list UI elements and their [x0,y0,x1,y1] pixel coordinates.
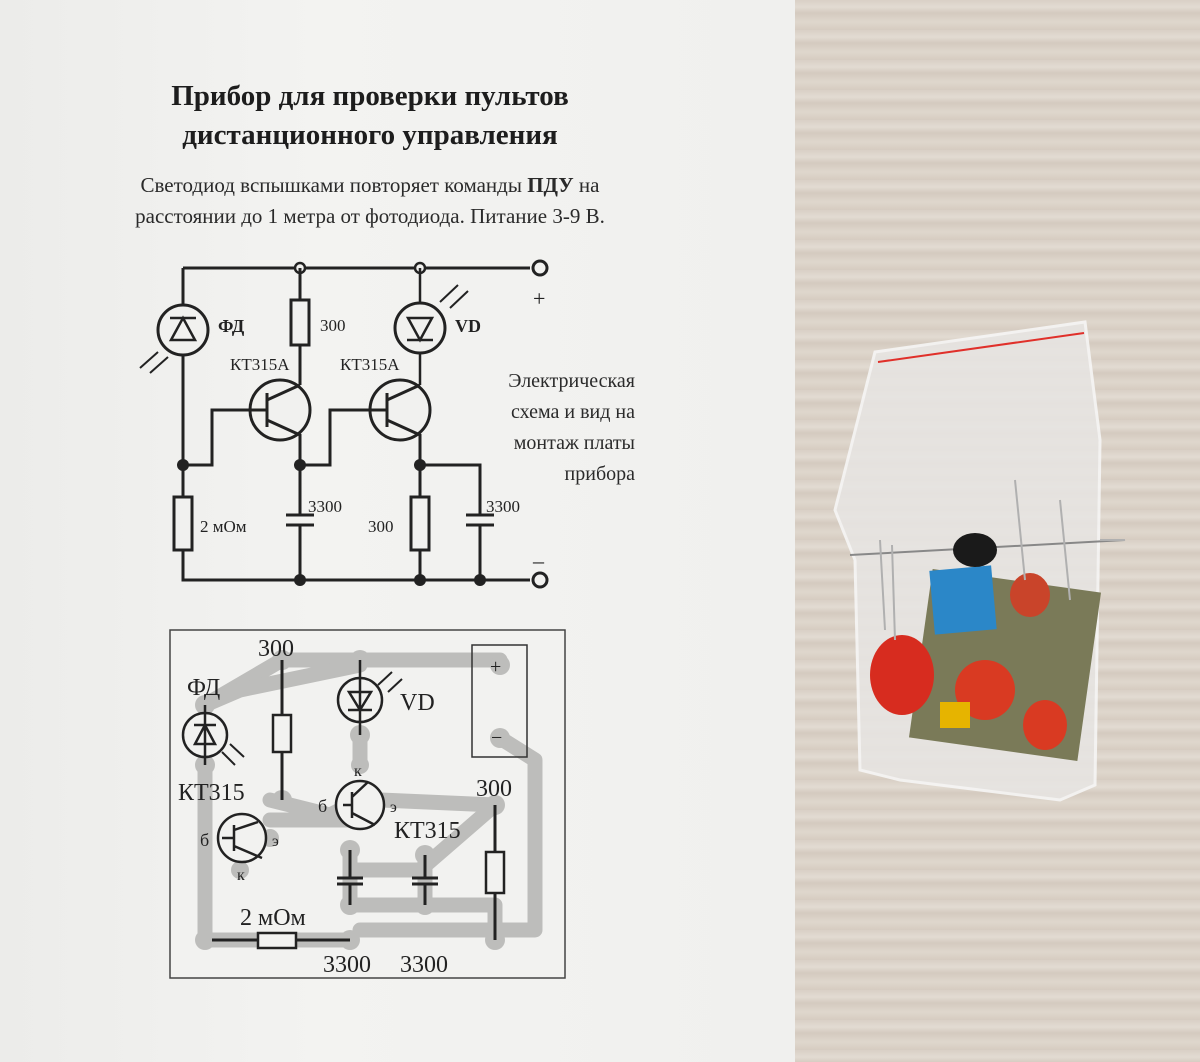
caption-line: схема и вид на [511,401,635,423]
pcb-components [181,660,506,950]
pcb-pin-b1: б [200,830,209,850]
pcb-label-r3: 2 мОм [240,905,306,931]
label-c1: 3300 [308,497,342,516]
pcb-label-t2: КТ315 [394,818,461,844]
desc-bold: ПДУ [527,173,574,197]
pcb-board [169,629,566,979]
label-t1: КТ315А [230,355,290,374]
description-line-2: расстоянии до 1 метра от фотодиода. Пита… [135,204,605,228]
description-line-1: Светодиод вспышками повторяет команды ПД… [0,173,740,198]
pcb-pin-e1: э [272,833,279,850]
label-r-collector: 300 [320,316,346,335]
label-fd: ФД [218,316,245,336]
label-plus: + [533,286,545,311]
label-minus: – [532,548,545,573]
caption-line: Электрическая [508,370,635,392]
pcb-label-t1: КТ315 [178,780,245,806]
title-line-1: Прибор для проверки пультов [171,80,569,112]
label-r-base: 2 мОм [200,517,247,536]
pcb-label-minus: − [491,727,502,749]
caption-line: прибора [564,463,635,485]
pcb-pin-b2: б [318,796,327,816]
title-line-2: дистанционного управления [182,119,558,151]
desc-text: Светодиод вспышками повторяет команды [140,173,528,197]
label-t2: КТ315А [340,355,400,374]
pcb-label-r1: 300 [258,636,294,662]
caption: Электрическая схема и вид на монтаж плат… [440,366,635,490]
pcb-label-c1: 3300 [323,952,371,978]
transistor-1-symbol [183,378,312,467]
schematic-labels: ФД VD 300 КТ315А КТ315А 2 мОм 3300 300 3… [200,286,545,573]
pcb-pin-k1: к [237,867,245,884]
pcb-label-fd: ФД [187,675,220,701]
pcb-labels: 300 ФД VD КТ315 КТ315 300 2 мОм 3300 330… [178,636,512,978]
pcb-label-r2: 300 [476,776,512,802]
pcb-label-c2: 3300 [400,952,448,978]
schematic [139,259,549,589]
transistor-2-symbol [300,378,432,580]
pcb-label-vd: VD [400,690,435,716]
photodiode-symbol [139,303,210,374]
pcb-pin-e2: э [390,799,397,816]
desc-text: на [573,173,600,197]
pcb-pin-k2: к [354,763,362,780]
component-kit-bag [833,320,1126,802]
pcb-label-plus: + [490,656,501,678]
label-r-emitter: 300 [368,517,394,536]
caption-line: монтаж платы [513,432,635,454]
led-symbol [393,268,469,385]
label-c2: 3300 [486,497,520,516]
label-vd: VD [455,316,481,336]
